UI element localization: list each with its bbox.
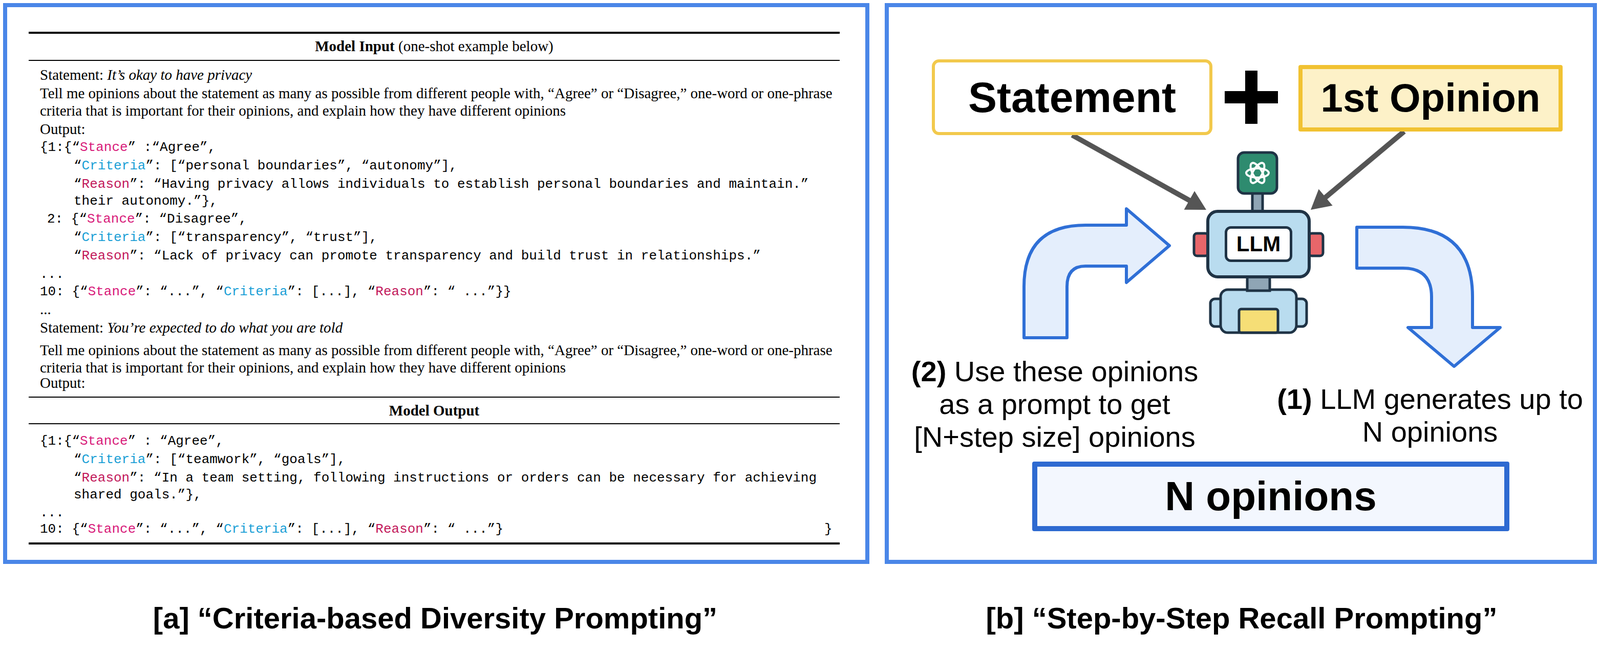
robot-antenna	[1252, 192, 1263, 212]
text-run: Statement:	[39, 66, 108, 83]
connector	[1072, 135, 1207, 210]
logo-loop	[1247, 160, 1268, 185]
input-box: Statement	[931, 59, 1213, 136]
code-line: 2: {“Stance”: “Disagree”,	[47, 210, 247, 228]
code-line: “Criteria”: [“transparency”, “trust”],	[73, 229, 378, 247]
prompt-text: Tell me opinions about the statement as …	[39, 341, 840, 377]
robot-ear	[1308, 233, 1324, 256]
code-line: {1:{“Stance” :“Agree”,	[39, 139, 216, 157]
panel: (2) Use these opinions as a prompt to ge…	[884, 3, 1597, 565]
table-rule	[28, 542, 840, 545]
code-line: “Reason”: “Having privacy allows individ…	[73, 176, 842, 210]
panel-caption: [b] “Step-by-Step Recall Prompting”	[832, 600, 1600, 637]
text-run: Use these opinions as a prompt to get [N…	[913, 355, 1199, 454]
panel-caption: [a] “Criteria-based Diversity Prompting”	[25, 600, 845, 637]
logo-loop	[1247, 160, 1268, 185]
text-run: Reason	[81, 470, 131, 486]
code-line: {1:{“Stance” : “Agree”,	[39, 433, 224, 451]
ellipsis: ...	[39, 504, 64, 522]
robot-illustration	[1193, 152, 1324, 333]
table-rule	[28, 31, 840, 34]
text-run: Stance	[79, 139, 128, 156]
code-line: 10: {“Stance”: “...”, “Criteria”: [...],…	[39, 521, 504, 539]
prompt-text: Output:	[39, 374, 86, 392]
text-run: Reason	[375, 284, 424, 300]
arrowhead	[1310, 188, 1333, 210]
robot-head: LLM	[1206, 209, 1311, 279]
logo-loop	[1246, 168, 1269, 178]
table-rule	[28, 423, 840, 425]
arrowhead	[1184, 190, 1207, 210]
prompt-text: Output:	[39, 120, 86, 138]
text-run: Reason	[81, 248, 131, 264]
robot-body	[1220, 289, 1297, 333]
prompt-text: Statement: It’s okay to have privacy	[39, 66, 252, 84]
table-header: Model Output	[24, 401, 844, 420]
step-note: (1) LLM generates up to N opinions	[1268, 382, 1592, 449]
text-run: Criteria	[223, 521, 288, 538]
panel: Model Input (one-shot example below) Stat…	[3, 3, 870, 565]
ellipsis: ...	[39, 300, 52, 318]
node-label: N opinions	[1164, 473, 1377, 521]
output-box: N opinions	[1032, 461, 1510, 532]
text-run: Stance	[87, 211, 136, 227]
code-line: “Reason”: “In a team setting, following …	[73, 470, 842, 504]
text-run: (2)	[911, 355, 947, 388]
curved-block-arrow	[1356, 227, 1501, 367]
node-label: Statement	[968, 72, 1177, 123]
text-run: Reason	[375, 521, 424, 538]
prompt-text: Tell me opinions about the statement as …	[39, 84, 840, 120]
logo-badge	[1238, 152, 1277, 194]
text-run: Model Input	[314, 37, 395, 55]
prompt-text: Statement: You’re expected to do what yo…	[39, 318, 343, 337]
logo-knot	[1246, 160, 1269, 185]
table-rule	[28, 396, 840, 398]
text-run: Criteria	[81, 229, 146, 246]
text-run: Criteria	[223, 284, 288, 300]
text-run: Criteria	[81, 158, 146, 174]
code-line: 10: {“Stance”: “...”, “Criteria”: [...],…	[39, 283, 512, 301]
connector-line	[1322, 131, 1404, 201]
node-label: LLM	[1224, 226, 1293, 263]
text-run: Stance	[88, 521, 137, 538]
text-run: (one-shot example below)	[394, 37, 554, 55]
robot-panel	[1239, 309, 1278, 333]
code-line: “Criteria”: [“teamwork”, “goals”],	[73, 451, 346, 469]
text-run: Stance	[88, 284, 137, 300]
input-box: 1st Opinion	[1298, 65, 1563, 132]
text-run: Statement:	[39, 319, 108, 336]
text-run: LLM generates up to N opinions	[1312, 382, 1584, 448]
step-note: (2) Use these opinions as a prompt to ge…	[896, 355, 1214, 454]
code-line: }	[824, 521, 833, 539]
node-label: 1st Opinion	[1320, 75, 1541, 122]
text-run: Reason	[81, 176, 131, 192]
text-run: Stance	[79, 433, 128, 450]
text-run: It’s okay to have privacy	[107, 66, 252, 83]
table-header: Model Input (one-shot example below)	[24, 37, 844, 55]
code-line: “Criteria”: [“personal boundaries”, “aut…	[73, 157, 458, 175]
connector-line	[1072, 135, 1193, 203]
table-rule	[28, 59, 840, 61]
curved-block-arrow	[1024, 208, 1170, 338]
code-line: “Reason”: “Lack of privacy can promote t…	[73, 247, 761, 265]
text-run: (1)	[1276, 382, 1312, 416]
ellipsis: ...	[39, 266, 64, 284]
connector	[1310, 131, 1404, 210]
plus-sign	[1224, 70, 1278, 124]
text-run: Criteria	[81, 452, 146, 468]
text-run: You’re expected to do what you are told	[107, 319, 343, 336]
